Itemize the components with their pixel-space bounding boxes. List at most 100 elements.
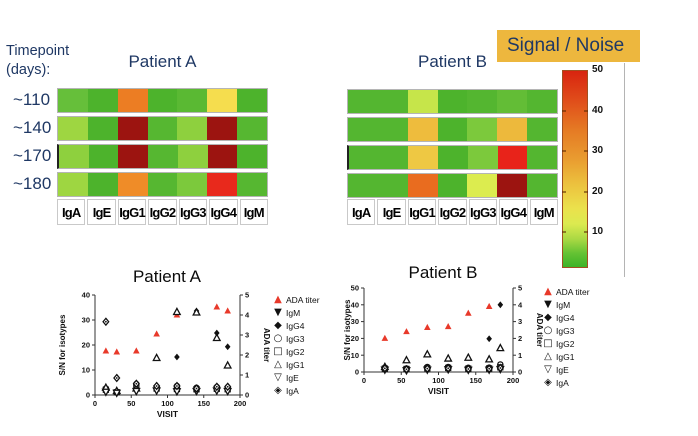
- heatmap-row: [347, 89, 558, 114]
- heatmap-cell-IgG4: [207, 145, 238, 168]
- heatmap-b-grid: [347, 89, 558, 201]
- marker-diamond: [224, 343, 231, 351]
- legend-symbol-ada-titer: ▲: [544, 286, 552, 297]
- colorbar-axis-line: [624, 63, 625, 277]
- marker-triangle: [133, 347, 140, 354]
- x-tick-label: 0: [93, 399, 97, 408]
- heatmap-row: [347, 145, 558, 170]
- timepoint-label-line1: Timepoint: [6, 43, 70, 59]
- heatmap-row: [347, 117, 558, 142]
- legend-label: IgG1: [556, 351, 575, 362]
- heatmap-cell-IgG4: [497, 90, 528, 113]
- legend-label: IgG3: [286, 333, 305, 344]
- heatmap-cell-IgM: [237, 145, 268, 168]
- isotype-label-igg3: IgG3: [468, 199, 498, 225]
- marker-triangle: [381, 334, 389, 341]
- marker-triangle: [465, 309, 472, 316]
- marker-diamond-center-dot: [226, 385, 229, 388]
- legend-item-igg2: □IgG2: [270, 345, 320, 358]
- heatmap-cell-IgG4: [497, 118, 528, 141]
- legend-symbol-ige: ▽: [274, 372, 282, 383]
- legend-symbol-iga: ◈: [274, 385, 282, 396]
- y-tick-label-right: 2: [245, 351, 249, 360]
- heatmap-cell-IgG4: [497, 146, 528, 169]
- marker-triangle-open: [484, 354, 494, 363]
- colorbar-tick-mark: [584, 109, 588, 112]
- colorbar-tick-40: 40: [592, 104, 604, 116]
- marker-diamond-center-dot: [447, 367, 450, 370]
- timepoint-row-label: ~180: [13, 174, 52, 193]
- heatmap-cell-IgG3: [467, 174, 498, 197]
- heatmap-cell-IgG3: [177, 173, 208, 196]
- y-tick-label-left: 30: [82, 316, 90, 325]
- heatmap-cell-IgM: [237, 89, 268, 112]
- legend-label: IgA: [286, 385, 299, 396]
- heatmap-cell-IgG2: [147, 89, 178, 112]
- marker-triangle-open: [212, 333, 222, 342]
- colorbar-tick-20: 20: [592, 185, 604, 197]
- y-tick-label-right: 3: [518, 317, 522, 326]
- heatmap-cell-IgE: [87, 89, 118, 112]
- isotype-label-igm: IgM: [239, 199, 268, 225]
- y-tick-label-left: 40: [82, 291, 90, 300]
- marker-diamond-center-dot: [488, 367, 491, 370]
- heatmap-cell-IgG2: [437, 174, 468, 197]
- heatmap-cell-IgA: [348, 174, 378, 197]
- heatmap-cell-IgG2: [147, 117, 178, 140]
- heatmap-cell-IgM: [237, 173, 268, 196]
- marker-triangle-down-open: [101, 388, 111, 397]
- heatmap-cell-IgG1: [117, 173, 148, 196]
- legend-item-igm: ▼IgM: [540, 298, 590, 311]
- x-tick-label: 100: [432, 376, 445, 385]
- marker-triangle-down-open: [131, 387, 141, 396]
- heatmap-cell-IgG4: [497, 174, 528, 197]
- legend-label: IgG2: [556, 338, 575, 349]
- timepoint-axis-label: Timepoint (days):: [6, 42, 69, 80]
- legend-label: IgM: [556, 299, 571, 310]
- legend-label: IgE: [556, 364, 569, 375]
- colorbar-tick-mark: [584, 150, 588, 152]
- scatter-a-legend: ▲ADA titer▼IgM◆IgG4○IgG3□IgG2△IgG1▽IgE◈I…: [270, 293, 320, 397]
- legend-item-igg3: ○IgG3: [540, 324, 590, 337]
- marker-triangle: [444, 323, 452, 330]
- heatmap-cell-IgG3: [467, 146, 498, 169]
- marker-diamond-center-dot: [115, 377, 118, 379]
- marker-diamond: [214, 329, 220, 337]
- legend-item-iga: ◈IgA: [540, 376, 590, 389]
- heatmap-cell-IgG4: [207, 89, 238, 112]
- timepoint-label-line2: (days):: [6, 62, 51, 78]
- marker-diamond-center-dot: [104, 320, 107, 323]
- colorbar-tick-30: 30: [592, 145, 604, 156]
- heatmap-cell-IgE: [377, 174, 408, 197]
- x-axis-title: VISIT: [157, 409, 179, 419]
- heatmap-cell-IgG1: [118, 145, 149, 168]
- legend-symbol-ige: ▽: [544, 364, 552, 375]
- marker-diamond-center-dot: [195, 387, 198, 390]
- colorbar-tick-50: 50: [592, 64, 604, 75]
- y-tick-label-left: 20: [82, 341, 90, 350]
- isotype-label-igg2: IgG2: [438, 199, 467, 225]
- legend-symbol-igg3: ○: [273, 333, 283, 344]
- y-tick-label-left: 10: [82, 366, 90, 375]
- heatmap-cell-IgG1: [407, 174, 438, 197]
- marker-triangle: [113, 348, 121, 355]
- colorbar-tick-mark: [584, 231, 588, 233]
- heatmap-cell-IgA: [58, 117, 88, 140]
- isotype-label-ige: IgE: [377, 199, 406, 225]
- marker-diamond-center-dot: [215, 385, 218, 388]
- colorbar-tick-mark: [584, 190, 588, 193]
- y-tick-label-right: 2: [518, 334, 522, 343]
- y-tick-label-right: 5: [245, 291, 249, 300]
- timepoint-row-label: ~140: [13, 118, 52, 137]
- legend-symbol-igg2: □: [543, 338, 553, 349]
- heatmap-row: [347, 173, 558, 198]
- x-tick-label: 200: [234, 399, 247, 408]
- isotype-label-igm: IgM: [529, 199, 558, 225]
- heatmap-cell-IgE: [378, 146, 409, 169]
- marker-triangle: [485, 302, 493, 309]
- heatmap-row: [57, 116, 268, 141]
- heatmap-cell-IgM: [527, 174, 558, 197]
- heatmap-row: [57, 144, 268, 169]
- heatmap-b-title: Patient B: [418, 52, 487, 71]
